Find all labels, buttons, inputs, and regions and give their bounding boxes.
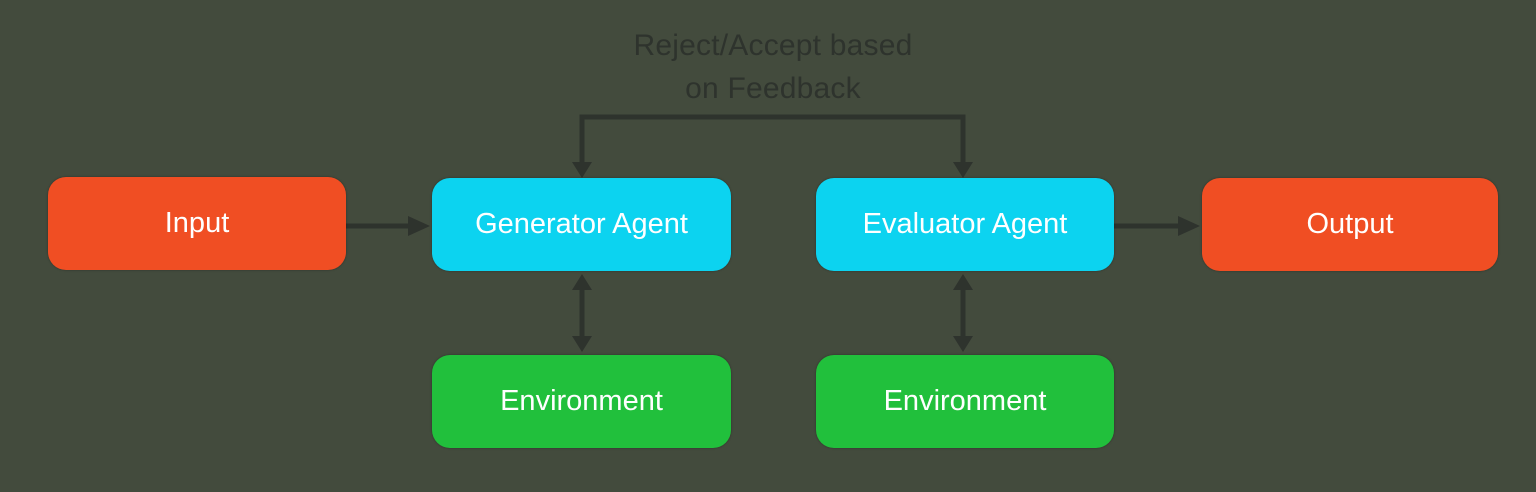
node-environment-evaluator-label: Environment [883,385,1047,417]
feedback-arrowhead-into-generator-icon [572,162,592,178]
node-output: Output [1202,178,1498,271]
node-environment-generator: Environment [432,355,731,448]
feedback-caption: Reject/Accept based on Feedback [523,24,1023,110]
node-output-label: Output [1306,208,1394,240]
node-evaluator-agent: Evaluator Agent [816,178,1114,271]
feedback-caption-line2: on Feedback [685,72,861,105]
feedback-arrowhead-into-evaluator-icon [953,162,973,178]
evaluator-environment-down-arrowhead-icon [953,336,973,352]
input-to-generator-arrowhead-icon [408,216,430,236]
feedback-caption-line1: Reject/Accept based [633,29,913,62]
node-evaluator-agent-label: Evaluator Agent [862,208,1068,240]
evaluator-environment-up-arrowhead-icon [953,274,973,290]
node-environment-generator-label: Environment [500,385,663,417]
node-generator-agent-label: Generator Agent [475,208,688,240]
evaluator-to-output-arrowhead-icon [1178,216,1200,236]
node-generator-agent: Generator Agent [432,178,731,271]
node-environment-evaluator: Environment [816,355,1114,448]
node-input: Input [48,177,346,270]
generator-environment-up-arrowhead-icon [572,274,592,290]
feedback-loop-line [579,114,966,163]
node-input-label: Input [164,207,230,239]
generator-environment-down-arrowhead-icon [572,336,592,352]
